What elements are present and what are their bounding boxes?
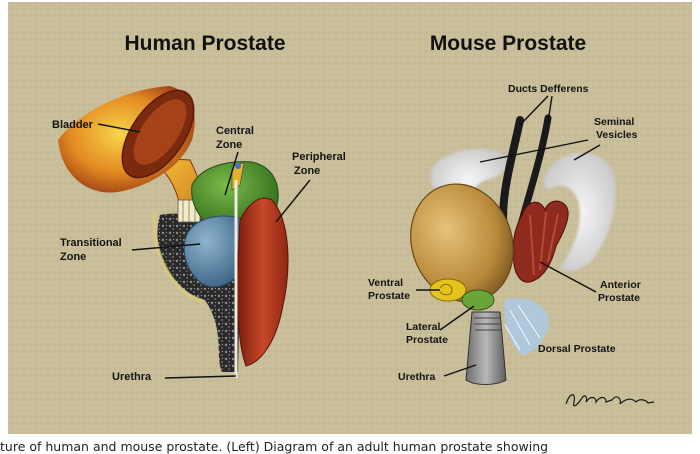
- mouse-prostate-illustration: [410, 114, 616, 385]
- seminal-vesicle-right: [543, 153, 616, 272]
- label-ventral-prostate-line1: Ventral: [368, 277, 403, 289]
- figure-caption: ture of human and mouse prostate. (Left)…: [0, 439, 549, 454]
- label-anterior-prostate-line1: Anterior: [600, 279, 641, 291]
- label-seminal-vesicles-line1: Seminal: [594, 116, 634, 128]
- label-seminal-vesicles-line2: Vesicles: [596, 129, 638, 141]
- label-bladder: Bladder: [52, 119, 94, 131]
- canvas-background: [8, 2, 692, 434]
- human-labels: Bladder Central Zone Peripheral Zone Tra…: [52, 119, 346, 383]
- mouse-title: Mouse Prostate: [430, 32, 586, 55]
- label-lateral-prostate-line2: Prostate: [406, 334, 448, 346]
- label-ventral-prostate-line2: Prostate: [368, 290, 410, 302]
- human-prostate-illustration: [58, 86, 289, 378]
- lateral-prostate: [461, 289, 495, 311]
- label-dorsal-prostate: Dorsal Prostate: [538, 343, 616, 355]
- label-transitional-zone-line2: Zone: [60, 251, 86, 263]
- mouse-labels: Ducts Defferens Seminal Vesicles Ventral…: [368, 83, 641, 383]
- label-lateral-prostate-line1: Lateral: [406, 321, 441, 333]
- label-mouse-urethra: Urethra: [398, 371, 436, 383]
- label-human-urethra: Urethra: [112, 371, 152, 383]
- label-central-zone-line1: Central: [216, 125, 254, 137]
- label-transitional-zone-line1: Transitional: [60, 237, 122, 249]
- label-peripheral-zone-line2: Zone: [294, 165, 320, 177]
- label-anterior-prostate-line2: Prostate: [598, 292, 640, 304]
- label-ducts-defferens: Ducts Defferens: [508, 83, 589, 95]
- anterior-prostate: [513, 200, 569, 283]
- human-title: Human Prostate: [124, 32, 285, 55]
- prostate-anatomy-figure: Human Prostate Mouse Prostate Bladder Ce…: [8, 2, 692, 434]
- peripheral-zone: [236, 197, 289, 367]
- artist-signature: [565, 394, 655, 407]
- label-central-zone-line2: Zone: [216, 139, 242, 151]
- label-peripheral-zone-line1: Peripheral: [292, 151, 346, 163]
- mouse-urethra: [465, 311, 507, 385]
